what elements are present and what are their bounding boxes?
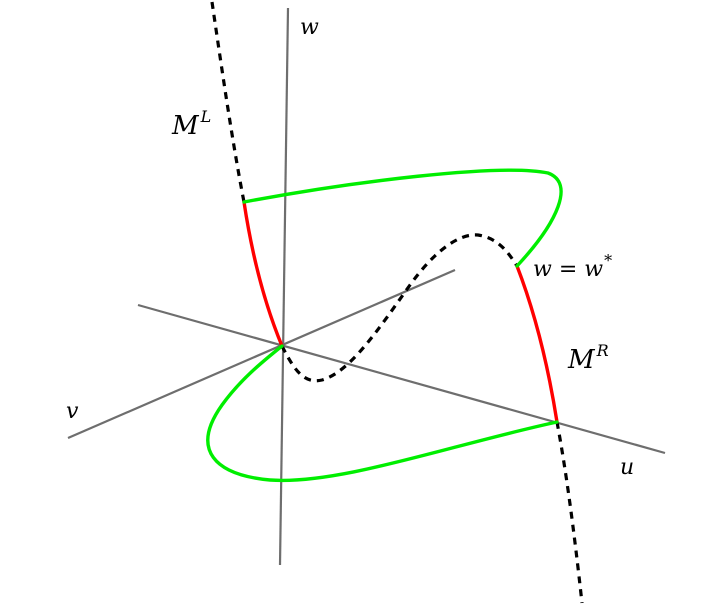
axis-label-u: u xyxy=(620,455,634,480)
axis-label-v: v xyxy=(66,399,79,424)
critical-manifold-middle xyxy=(280,233,519,383)
slow-segment-right xyxy=(515,264,559,424)
u-axis xyxy=(137,303,666,455)
critical-manifold-right-lower xyxy=(555,421,584,604)
slow-segment-left xyxy=(242,200,284,348)
axis-label-w: w xyxy=(300,15,319,40)
critical-manifold-left-upper xyxy=(210,1,246,203)
fast-jump-lower xyxy=(206,344,559,483)
label-threshold: w = w* xyxy=(533,251,612,282)
w-axis xyxy=(278,7,290,566)
v-axis xyxy=(67,268,456,440)
fast-jump-upper xyxy=(242,168,563,268)
